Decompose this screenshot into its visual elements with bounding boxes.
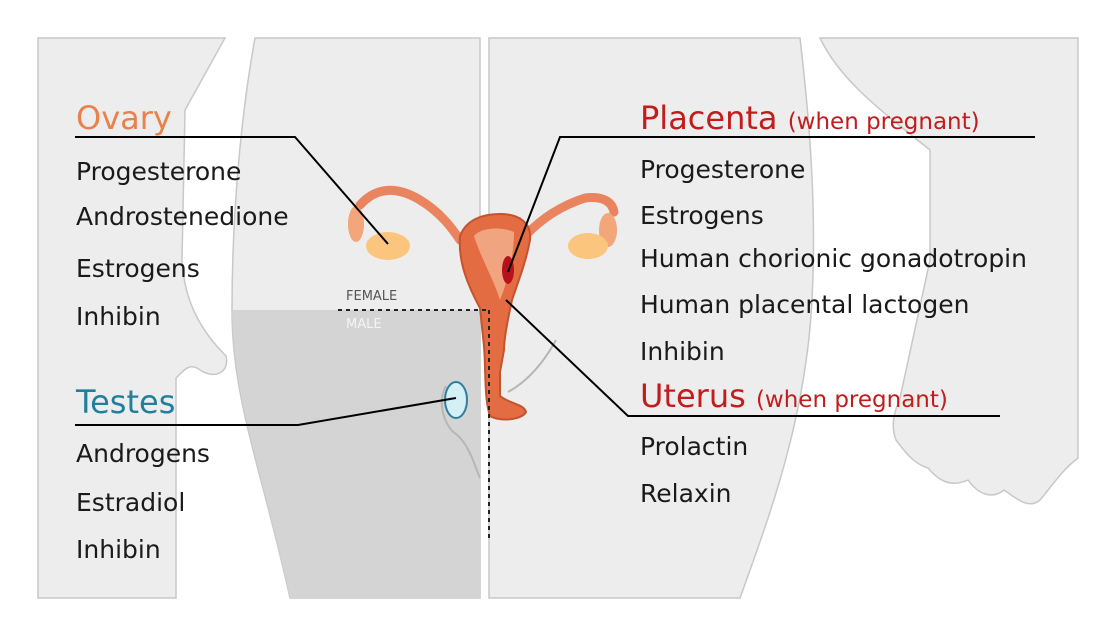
placenta-qualifier: (when pregnant) [787,109,980,135]
placenta-leader-line [507,136,1035,273]
testes-hormone: Androgens [76,439,210,468]
uterus-heading: Uterus (when pregnant) [640,380,948,412]
testes-leader-line [75,397,457,426]
left-ovary-shape [366,232,410,260]
placenta-heading: Placenta (when pregnant) [640,102,980,134]
uterus-leader-line [505,299,1000,417]
right-thigh-shape [488,37,815,599]
placenta-title: Placenta [640,99,778,137]
placenta-hormone: Human placental lactogen [640,290,970,319]
right-hand-shape [818,37,1079,505]
placenta-hormone: Progesterone [640,155,806,184]
ovary-hormone: Inhibin [76,302,161,331]
female-label: FEMALE [346,289,398,304]
left-fimbriae [348,206,364,242]
uterus-hormone: Relaxin [640,479,732,508]
uterus-qualifier: (when pregnant) [755,387,948,413]
left-fallopian-tube [355,185,465,245]
placenta-hormone: Inhibin [640,337,725,366]
placenta-hormone: Human chorionic gonadotropin [640,244,1027,273]
ovary-hormone: Androstenedione [76,202,289,231]
placenta-hormone: Estrogens [640,201,764,230]
male-region-shade [232,310,480,598]
uterus-title: Uterus [640,377,746,415]
male-label: MALE [346,317,382,332]
ovary-leader-line [75,136,389,245]
uterine-cavity [474,228,514,300]
ovary-title: Ovary [76,99,172,137]
right-ovary-shape [568,233,608,259]
scrotum-shape [440,385,481,479]
ovary-hormone: Progesterone [76,157,242,186]
ovary-hormone: Estrogens [76,254,200,283]
left-hand-shape [37,37,228,599]
testes-hormone: Inhibin [76,535,161,564]
testes-hormone: Estradiol [76,488,186,517]
uterus-illustration [348,185,619,421]
uterus-hormone: Prolactin [640,432,749,461]
testes-title: Testes [76,383,176,421]
right-fallopian-tube [520,193,619,241]
